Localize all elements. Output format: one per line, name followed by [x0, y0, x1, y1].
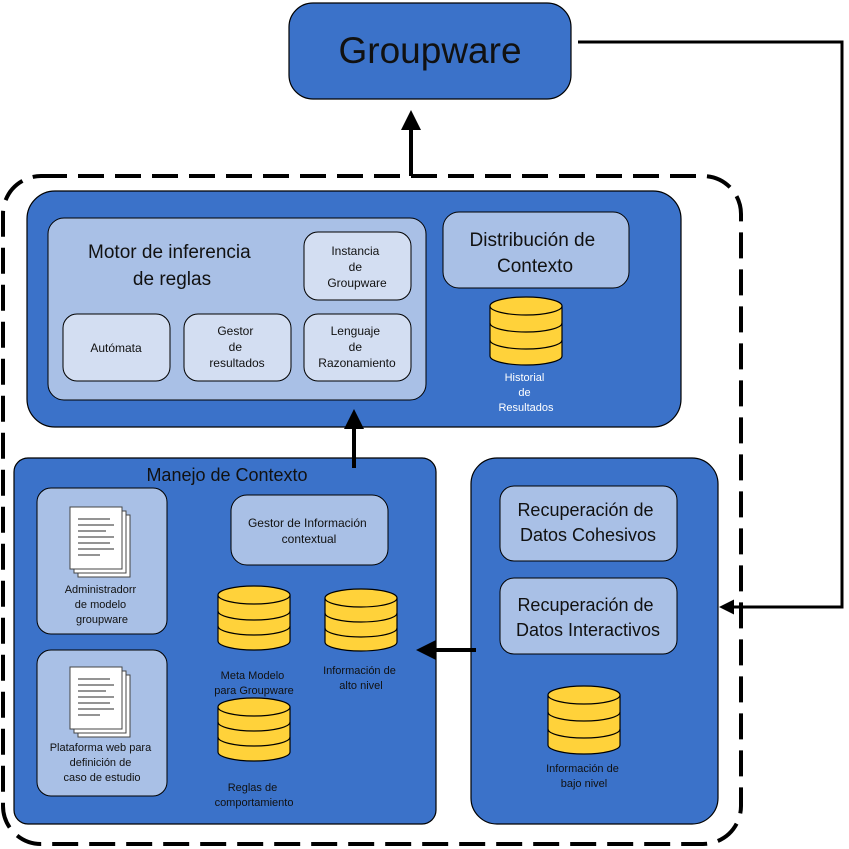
lenguaje-box — [303, 313, 412, 382]
gestor-resultados-box — [183, 313, 292, 382]
gestor-info-label: Gestor de Información contextual — [248, 516, 370, 546]
automata-label: Autómata — [90, 341, 142, 355]
historial-cylinder-icon — [489, 296, 563, 366]
plataforma-label: Plataforma web para definición de caso d… — [50, 742, 155, 784]
gestor-info-box — [230, 494, 389, 566]
cohesivos-box — [499, 485, 678, 562]
distribucion-box — [442, 211, 630, 289]
administrador-label: Administradorr de modelo groupware — [65, 584, 140, 626]
document-icon — [69, 506, 131, 578]
interactivos-box — [499, 577, 678, 655]
groupware-box — [288, 2, 572, 100]
info-bajo-label: Información de bajo nivel — [546, 763, 622, 790]
manejo-title: Manejo de Contexto — [146, 465, 307, 485]
instancia-box — [303, 231, 412, 301]
motor-title: Motor de inferencia de reglas — [88, 242, 256, 290]
info-alto-label: Información de alto nivel — [323, 665, 399, 692]
groupware-title: Groupware — [338, 30, 521, 71]
historial-label: Historial de Resultados — [498, 372, 554, 414]
instancia-label: Instancia de Groupware — [327, 244, 387, 290]
meta-modelo-label: Meta Modelo para Groupware — [214, 670, 294, 697]
document-icon — [69, 666, 131, 738]
lenguaje-label: Lenguaje de Razonamiento — [318, 324, 396, 370]
arrow-groupware-feedback — [578, 40, 844, 615]
info-bajo-cylinder-icon — [547, 685, 621, 755]
cohesivos-label: Recuperación de Datos Cohesivos — [517, 500, 658, 545]
info-alto-cylinder-icon — [324, 588, 398, 652]
automata-box — [62, 313, 171, 382]
gestor-resultados-label: Gestor de resultados — [209, 324, 264, 370]
meta-modelo-cylinder-icon — [217, 585, 291, 651]
reglas-label: Reglas de comportamiento — [215, 782, 294, 809]
system-boundary — [1, 174, 743, 846]
interactivos-label: Recuperación de Datos Interactivos — [516, 595, 660, 640]
distribucion-title: Distribución de Contexto — [470, 230, 601, 277]
reglas-cylinder-icon — [217, 697, 291, 762]
